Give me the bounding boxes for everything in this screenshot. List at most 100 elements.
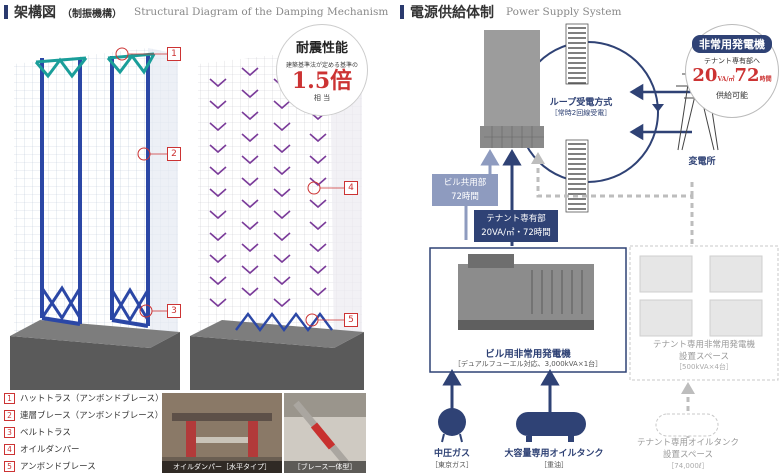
- photo-brace-integrated: ［ブレース一体型］: [284, 393, 366, 473]
- seismic-badge-title: 耐震性能: [295, 41, 348, 56]
- right-title-en: Power Supply System: [506, 6, 622, 18]
- damper-mark: [241, 155, 259, 165]
- legend-num: 2: [4, 409, 15, 421]
- damper-mark: [241, 111, 259, 121]
- damper-mark: [209, 78, 227, 88]
- photo-oil-damper-horizontal: オイルダンパー［水平タイプ］: [162, 393, 282, 473]
- legend-label: ベルトトラス: [20, 428, 71, 438]
- loop-sub: ［常時2回線受電］: [550, 109, 612, 117]
- photo-brace-image: [284, 393, 366, 473]
- damper-mark: [241, 287, 259, 297]
- oil-sub: ［重油］: [540, 461, 568, 469]
- generator-icon: [458, 254, 594, 330]
- damper-mark: [241, 221, 259, 231]
- shared-area-hours: 72時間: [451, 192, 479, 202]
- title-bar: [400, 5, 404, 19]
- left-section-title: 架構図 （制振機構） Structural Diagram of the Dam…: [4, 2, 388, 22]
- damper-mark: [273, 298, 291, 308]
- building-left: [10, 47, 180, 390]
- generator-badge-value2: 72: [734, 65, 760, 86]
- damper-mark: [209, 122, 227, 132]
- damper-mark: [273, 188, 291, 198]
- tag-4: 4: [344, 181, 358, 195]
- damper-mark: [273, 232, 291, 242]
- damper-mark: [241, 67, 259, 77]
- generator-badge-value: 20: [692, 65, 718, 86]
- legend-num: 5: [4, 460, 15, 472]
- damper-mark: [209, 144, 227, 154]
- damper-mark: [273, 254, 291, 264]
- seismic-badge: 耐震性能 建築基準法が定める基準の 1.5倍 相 当: [276, 24, 368, 116]
- legend-item-1: 1 ハットトラス（アンボンドブレース）: [4, 392, 164, 404]
- damper-mark: [309, 265, 327, 275]
- legend-label: アンボンドブレース: [20, 462, 96, 472]
- damper-mark: [273, 166, 291, 176]
- legend-num: 3: [4, 426, 15, 438]
- generator-badge-desc: テナント専有部へ: [704, 57, 760, 65]
- damper-mark: [209, 100, 227, 110]
- tag-1: 1: [167, 47, 181, 61]
- damper-mark: [273, 122, 291, 132]
- left-title-text: 架構図: [14, 5, 56, 21]
- damper-mark: [273, 276, 291, 286]
- striped-towers: [565, 23, 589, 213]
- title-bar: [4, 5, 8, 19]
- main-generator-sub: ［デュアルフューエル対応、3,000kVA×1台］: [453, 360, 603, 368]
- damper-mark: [241, 177, 259, 187]
- damper-mark: [309, 155, 327, 165]
- tenant-tank-label2: 設置スペース: [663, 450, 713, 460]
- damper-mark: [309, 287, 327, 297]
- shared-area-title: ビル共用部: [443, 178, 487, 188]
- loop-label: ループ受電方式: [549, 98, 613, 108]
- generator-badge-suffix: 供給可能: [716, 91, 748, 100]
- gas-sub: ［東京ガス］: [431, 461, 473, 469]
- generator-badge-value-row: 20VA/㎡72時間: [686, 66, 778, 90]
- legend-label: ハットトラス（アンボンドブレース）: [20, 394, 164, 404]
- tag-5: 5: [344, 313, 358, 327]
- damper-mark: [209, 298, 227, 308]
- building-right: [190, 48, 364, 390]
- damper-mark: [309, 243, 327, 253]
- tenant-tank-sub: ［74,000ℓ］: [667, 462, 709, 470]
- damper-mark: [209, 210, 227, 220]
- tenant-generator-label2: 設置スペース: [679, 352, 729, 362]
- tag-2: 2: [167, 147, 181, 161]
- tag-3: 3: [167, 304, 181, 318]
- tenant-oil-tank-icon: [655, 413, 719, 437]
- damper-mark: [273, 210, 291, 220]
- tenant-area-title: テナント専有部: [486, 214, 546, 224]
- damper-mark: [309, 133, 327, 143]
- gas-tank-icon: [438, 408, 466, 443]
- seismic-badge-suffix: 相 当: [313, 94, 331, 102]
- tenant-generators-icon: [639, 255, 763, 337]
- gas-label: 中圧ガス: [433, 449, 470, 459]
- tenant-generator-label: テナント専用非常用発電機: [652, 340, 755, 350]
- substation-label: 変電所: [688, 157, 716, 167]
- legend-num: 1: [4, 392, 15, 404]
- damper-mark: [309, 221, 327, 231]
- tenant-area-value: 20VA/㎡・72時間: [481, 228, 551, 238]
- tenant-area-label: テナント専有部 20VA/㎡・72時間: [474, 210, 558, 242]
- damper-mark: [309, 199, 327, 209]
- damper-mark: [273, 100, 291, 110]
- seismic-badge-value: 1.5倍: [291, 68, 353, 94]
- damper-mark: [309, 177, 327, 187]
- oil-label: 大容量専用オイルタンク: [504, 449, 604, 459]
- legend-num: 4: [4, 443, 15, 455]
- damper-mark: [209, 166, 227, 176]
- seismic-badge-desc: 建築基準法が定める基準の: [285, 62, 358, 69]
- left-title-en: Structural Diagram of the Damping Mechan…: [134, 6, 389, 18]
- photo2-caption: ［ブレース一体型］: [284, 461, 366, 473]
- tenant-generator-sub: ［500kVA×4台］: [675, 363, 733, 371]
- tenant-tank-label: テナント専用オイルタンク: [636, 438, 739, 448]
- generator-badge-title: 非常用発電機: [692, 35, 772, 53]
- right-title-text: 電源供給体制: [410, 5, 494, 21]
- damper-mark: [273, 144, 291, 154]
- generator-badge-unit: VA/㎡: [717, 76, 735, 83]
- right-section-title: 電源供給体制 Power Supply System: [400, 2, 621, 22]
- damper-mark: [241, 199, 259, 209]
- generator-badge: 非常用発電機 テナント専有部へ 20VA/㎡72時間 供給可能: [685, 24, 779, 118]
- legend-item-3: 3 ベルトトラス: [4, 426, 71, 438]
